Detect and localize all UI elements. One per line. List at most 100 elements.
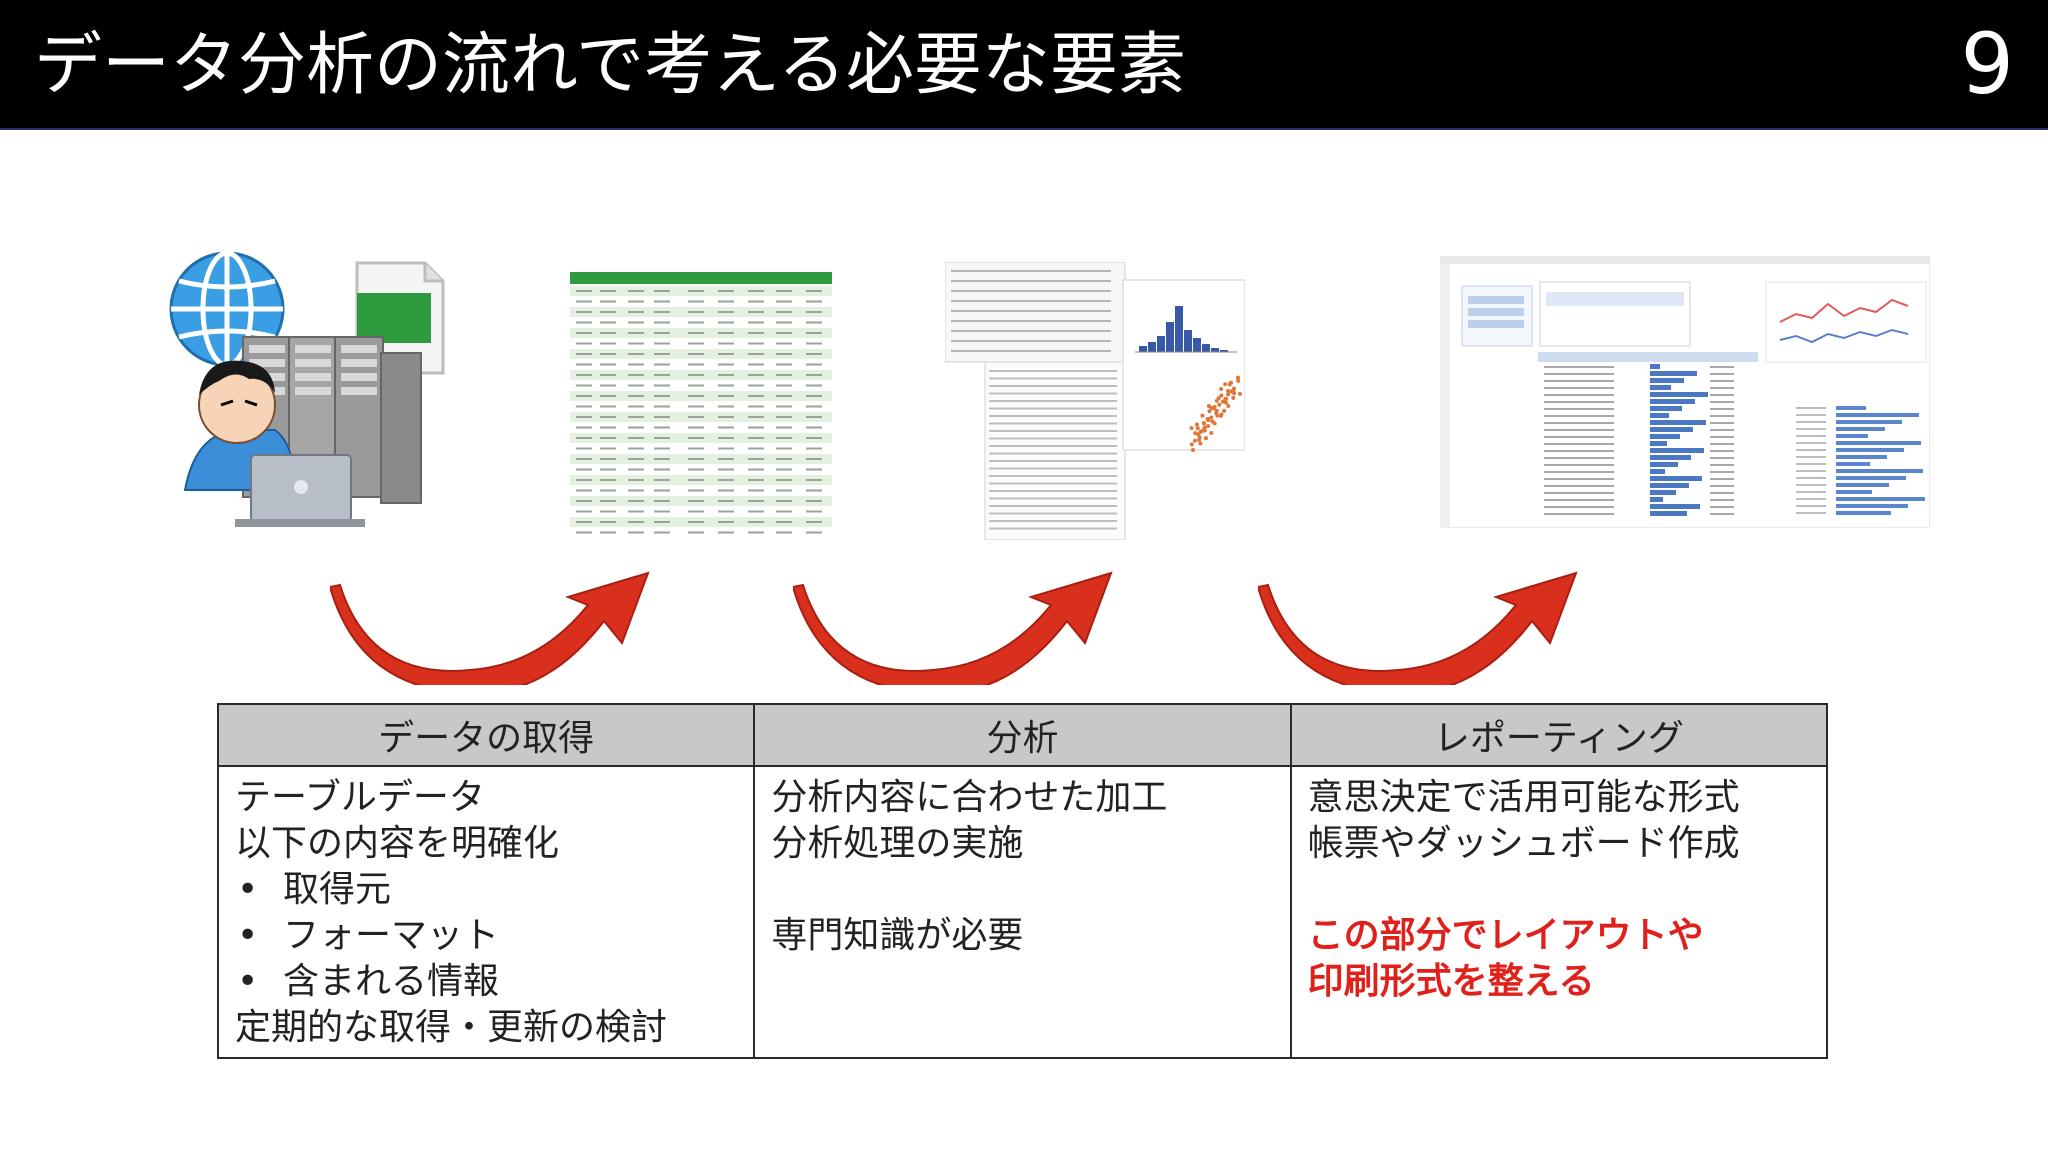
pivot-databar: [1650, 469, 1665, 474]
pivot-row-text: [1710, 387, 1734, 389]
sheet-line: [989, 377, 1117, 380]
analysis-cell: 分析内容に合わせた加工 分析処理の実施 専門知識が必要: [753, 765, 1292, 1059]
bar-chart-bar: [1836, 504, 1908, 508]
histogram-bar: [1211, 348, 1219, 352]
sheet-cell-text: [654, 395, 670, 397]
bar-chart-bar: [1836, 483, 1889, 487]
sheet-cell-text: [628, 426, 644, 429]
sheet-cell-text: [688, 384, 704, 387]
sheet-line: [989, 415, 1117, 417]
bar-chart-bar: [1836, 511, 1891, 515]
scatter-point: [1198, 441, 1203, 446]
pivot-row-text: [1544, 394, 1614, 396]
scatter-point: [1214, 408, 1219, 413]
sheet-cell-text: [718, 468, 734, 471]
acquisition-line: テーブルデータ: [235, 777, 485, 818]
sheet-cell-text: [654, 426, 670, 429]
bar-chart-label: [1796, 414, 1826, 416]
sheet-cell-text: [688, 500, 704, 502]
sheet-header-bar: [570, 272, 832, 284]
sheet-cell-text: [600, 300, 616, 303]
sheet-cell-text: [776, 342, 792, 345]
pivot-row-text: [1544, 506, 1614, 508]
sheet-cell-text: [688, 437, 704, 439]
sheet-cell-text: [576, 290, 592, 292]
pivot-databar: [1650, 441, 1667, 446]
sheet-cell-text: [600, 437, 616, 439]
bar-chart-label: [1796, 463, 1826, 465]
sheet-cell-text: [628, 374, 644, 376]
flow-arrow-2: [793, 571, 1113, 685]
table-body-row: テーブルデータ 以下の内容を明確化 •取得元 •フォーマット •含まれる情報 定…: [216, 765, 1829, 1059]
sheet-cell-text: [600, 374, 616, 376]
sheet-cell-text: [776, 384, 792, 387]
histogram-bar: [1175, 306, 1183, 352]
sheet-cell-text: [776, 290, 792, 292]
pivot-databar: [1650, 462, 1678, 467]
sheet-cell-text: [806, 311, 822, 313]
sheet-cell-text: [628, 321, 644, 324]
pivot-databar: [1650, 420, 1706, 425]
pivot-databar: [1650, 371, 1697, 376]
bar-chart-label: [1796, 456, 1826, 458]
sheet-cell-text: [654, 479, 670, 481]
pivot-row-text: [1544, 471, 1614, 473]
pivot-databar: [1650, 490, 1676, 495]
scatter-point: [1231, 395, 1236, 400]
scatter-point: [1210, 419, 1215, 424]
sheet-cell-text: [718, 458, 734, 460]
sheet-cell-text: [718, 332, 734, 334]
sheet-cell-text: [628, 479, 644, 481]
sheet-cell-text: [688, 510, 704, 513]
scatter-point: [1209, 415, 1214, 420]
sheet-cell-text: [576, 332, 592, 334]
sheet-cell-text: [576, 311, 592, 313]
bar-chart-bar: [1836, 476, 1906, 480]
flow-arrow-3: [1258, 571, 1578, 685]
sheet-cell-text: [776, 437, 792, 439]
sheet-cell-text: [806, 489, 822, 492]
reporting-emphasis: この部分でレイアウトや: [1307, 915, 1704, 956]
sheet-line: [989, 430, 1117, 432]
flow-arrow-1: [330, 571, 650, 685]
sheet-cell-text: [654, 374, 670, 376]
sheet-cell-text: [806, 458, 822, 460]
sheet-cell-text: [718, 300, 734, 303]
pivot-row-text: [1710, 506, 1734, 508]
sheet-cell-text: [718, 363, 734, 366]
bar-chart-bar: [1836, 469, 1923, 473]
sheet-cell-text: [718, 521, 734, 523]
sheet-cell-text: [654, 521, 670, 523]
sheet-cell-text: [776, 416, 792, 418]
sheet-cell-text: [600, 479, 616, 481]
sheet-cell-text: [748, 395, 764, 397]
sheet-cell-text: [748, 500, 764, 502]
sheet-cell-text: [718, 479, 734, 481]
pivot-row-text: [1710, 429, 1734, 431]
sheet-cell-text: [688, 342, 704, 345]
sheet-cell-text: [688, 468, 704, 471]
scatter-point: [1202, 421, 1207, 426]
spacer: [771, 867, 1273, 913]
sheet-cell-text: [776, 321, 792, 324]
scatter-point: [1222, 408, 1227, 413]
sheet-cell-text: [600, 384, 616, 387]
pivot-databar: [1650, 406, 1682, 411]
sheet-cell-text: [654, 384, 670, 387]
sheet-cell-text: [576, 353, 592, 355]
sheet-line: [951, 310, 1111, 312]
histogram-bar: [1157, 336, 1165, 352]
bar-chart-label: [1796, 498, 1826, 500]
sheet-cell-text: [628, 363, 644, 366]
sheet-cell-text: [776, 374, 792, 376]
sheet-cell-text: [654, 500, 670, 502]
sheet-cell-text: [628, 468, 644, 471]
sheet-cell-text: [688, 395, 704, 397]
sheet-cell-text: [776, 300, 792, 303]
pivot-row-text: [1544, 436, 1614, 438]
chart-panel: [1122, 279, 1245, 451]
sheet-cell-text: [600, 311, 616, 313]
sheet-line: [989, 460, 1117, 462]
pivot-row-text: [1710, 492, 1734, 494]
sheet-cell-text: [628, 384, 644, 387]
